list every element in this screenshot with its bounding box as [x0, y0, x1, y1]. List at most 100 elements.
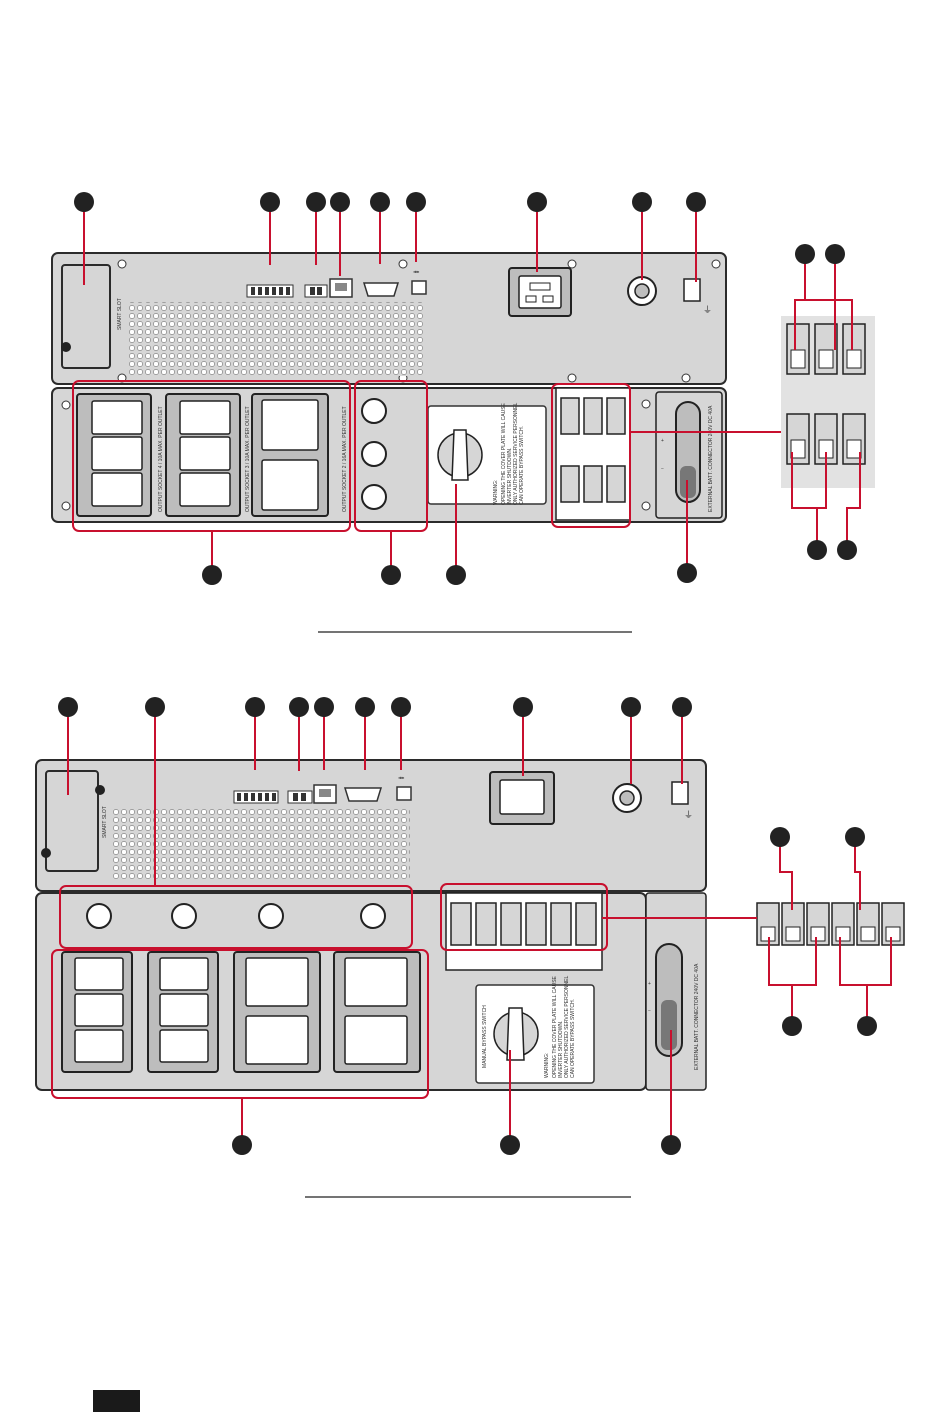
bottom-smart-slot-label: SMART SLOT	[102, 806, 108, 838]
bottom-network-port-jack	[319, 789, 331, 797]
bottom-terminal-block	[445, 892, 603, 971]
top-ups-unit: SMART SLOT ⭼ ⏚	[51, 252, 727, 523]
callout-top-10	[795, 244, 815, 264]
bottom-outlet-bank-1	[61, 951, 133, 1073]
callout-top-13	[381, 565, 401, 585]
bottom-warning-line-4: CAN OPERATE BYPASS SWITCH.	[570, 999, 576, 1078]
bottom-warning-line-1: OPENING THE COVER PLATE WILL CAUSE	[552, 975, 558, 1078]
bottom-rs232-port	[343, 787, 383, 802]
callout-top-15	[677, 563, 697, 583]
network-port-jack	[335, 283, 347, 291]
callout-bottom-16	[500, 1135, 520, 1155]
callout-top-12	[202, 565, 222, 585]
callout-bottom-6	[355, 697, 375, 717]
dry-contact-terminal	[246, 284, 294, 298]
outlet-group-3-label: OUTPUT SOCKET 2 / 16A MAX. PER OUTLET	[342, 406, 348, 512]
usb-icon: ⭼	[413, 267, 420, 277]
callout-top-1	[74, 192, 94, 212]
callout-top-17	[837, 540, 857, 560]
output-outlet-bank-3	[251, 393, 329, 517]
bottom-warning-line-2: INVERTER SHUTDOWN.	[558, 1021, 564, 1078]
callout-bottom-12	[845, 827, 865, 847]
ground-screw-terminal	[683, 278, 701, 302]
bottom-smart-slot-screw-a	[95, 785, 105, 795]
callout-top-16	[807, 540, 827, 560]
bottom-warning-line-3: ONLY AUTHORIZED SERVICE PERSONNEL	[564, 976, 570, 1078]
callout-bottom-9	[621, 697, 641, 717]
ac-input-socket	[518, 275, 562, 309]
callout-top-8	[632, 192, 652, 212]
outlet-group-1-label: OUTPUT SOCKET 4 / 10A MAX. PER OUTLET	[158, 406, 164, 512]
callout-bottom-10	[672, 697, 692, 717]
top-vent-grid	[127, 302, 423, 376]
top-battery-plus: +	[661, 438, 664, 444]
top-warning-line-2: INVERTER SHUTDOWN.	[507, 448, 513, 505]
bottom-output-breakers	[86, 903, 386, 929]
callout-bottom-1	[58, 697, 78, 717]
hardwire-terminal-block	[555, 387, 631, 521]
bottom-outlet-bank-3	[233, 951, 321, 1073]
bottom-warning-title: WARNING:	[544, 1053, 550, 1078]
bottom-callout-leaders	[51, 716, 892, 1136]
callout-bottom-5	[314, 697, 334, 717]
callout-top-9	[686, 192, 706, 212]
callout-top-4	[330, 192, 350, 212]
usb-port	[411, 280, 427, 295]
callout-bottom-13	[782, 1016, 802, 1036]
bottom-ac-input-socket	[499, 779, 545, 815]
bottom-ground-icon: ⏚	[684, 810, 693, 820]
callout-bottom-15	[232, 1135, 252, 1155]
callout-top-14	[446, 565, 466, 585]
bottom-smart-slot-screw-b	[41, 848, 51, 858]
bottom-battery-plus: +	[648, 981, 651, 987]
top-terminal-zoom	[781, 316, 875, 488]
output-outlet-bank-2	[165, 393, 241, 517]
callout-bottom-11	[770, 827, 790, 847]
outlet-group-2-label: OUTPUT SOCKET 3 / 10A MAX. PER OUTLET	[245, 406, 251, 512]
callout-top-3	[306, 192, 326, 212]
rs232-port	[362, 282, 400, 297]
top-warning-line-3: ONLY AUTHORIZED SERVICE PERSONNEL	[513, 403, 519, 505]
bottom-epo-connector	[287, 790, 313, 804]
smart-slot-screw	[61, 342, 71, 352]
bottom-ground-screw-terminal	[671, 781, 689, 805]
output-breakers	[361, 398, 387, 510]
bottom-bypass-label: MANUAL BYPASS SWITCH	[482, 1005, 488, 1068]
top-callout-leaders	[72, 211, 861, 566]
epo-connector	[304, 284, 328, 298]
callout-bottom-8	[513, 697, 533, 717]
top-lower-screws	[61, 399, 651, 511]
page-number-tab	[93, 1390, 140, 1412]
top-warning-title: WARNING:	[493, 480, 499, 505]
top-battery-minus: −	[661, 466, 664, 472]
bottom-outlet-bank-4	[333, 951, 421, 1073]
bottom-battery-minus: −	[648, 1008, 651, 1014]
bottom-usb-port	[396, 786, 412, 801]
bottom-vent-grid	[112, 809, 410, 879]
bottom-smart-slot-cover	[45, 770, 99, 872]
callout-top-6	[406, 192, 426, 212]
top-warning-line-1: OPENING THE COVER PLATE WILL CAUSE	[501, 402, 507, 505]
top-battery-label: EXTERNAL BATT. CONNECTOR 240V DC 40A	[708, 405, 714, 512]
callout-top-5	[370, 192, 390, 212]
output-outlet-bank-1	[76, 393, 152, 517]
callout-bottom-3	[245, 697, 265, 717]
callout-bottom-2	[145, 697, 165, 717]
smart-slot-cover	[61, 264, 111, 369]
bottom-outlet-bank-2	[147, 951, 219, 1073]
callout-bottom-7	[391, 697, 411, 717]
top-warning-line-4: CAN OPERATE BYPASS SWITCH.	[519, 426, 525, 505]
bottom-battery-label: EXTERNAL BATT. CONNECTOR 240V DC 40A	[694, 963, 700, 1070]
callout-bottom-14	[857, 1016, 877, 1036]
bottom-ups-unit: SMART SLOT ⭼ ⏚	[35, 759, 707, 1091]
ground-icon: ⏚	[703, 305, 712, 315]
top-callout-dots	[74, 192, 857, 585]
bottom-callout-dots	[58, 697, 877, 1155]
callout-top-11	[825, 244, 845, 264]
bottom-terminal-zoom	[756, 902, 905, 946]
smart-slot-label: SMART SLOT	[117, 298, 123, 330]
callout-bottom-17	[661, 1135, 681, 1155]
bottom-usb-icon: ⭼	[398, 773, 405, 783]
bottom-dry-contact-terminal	[233, 790, 279, 804]
